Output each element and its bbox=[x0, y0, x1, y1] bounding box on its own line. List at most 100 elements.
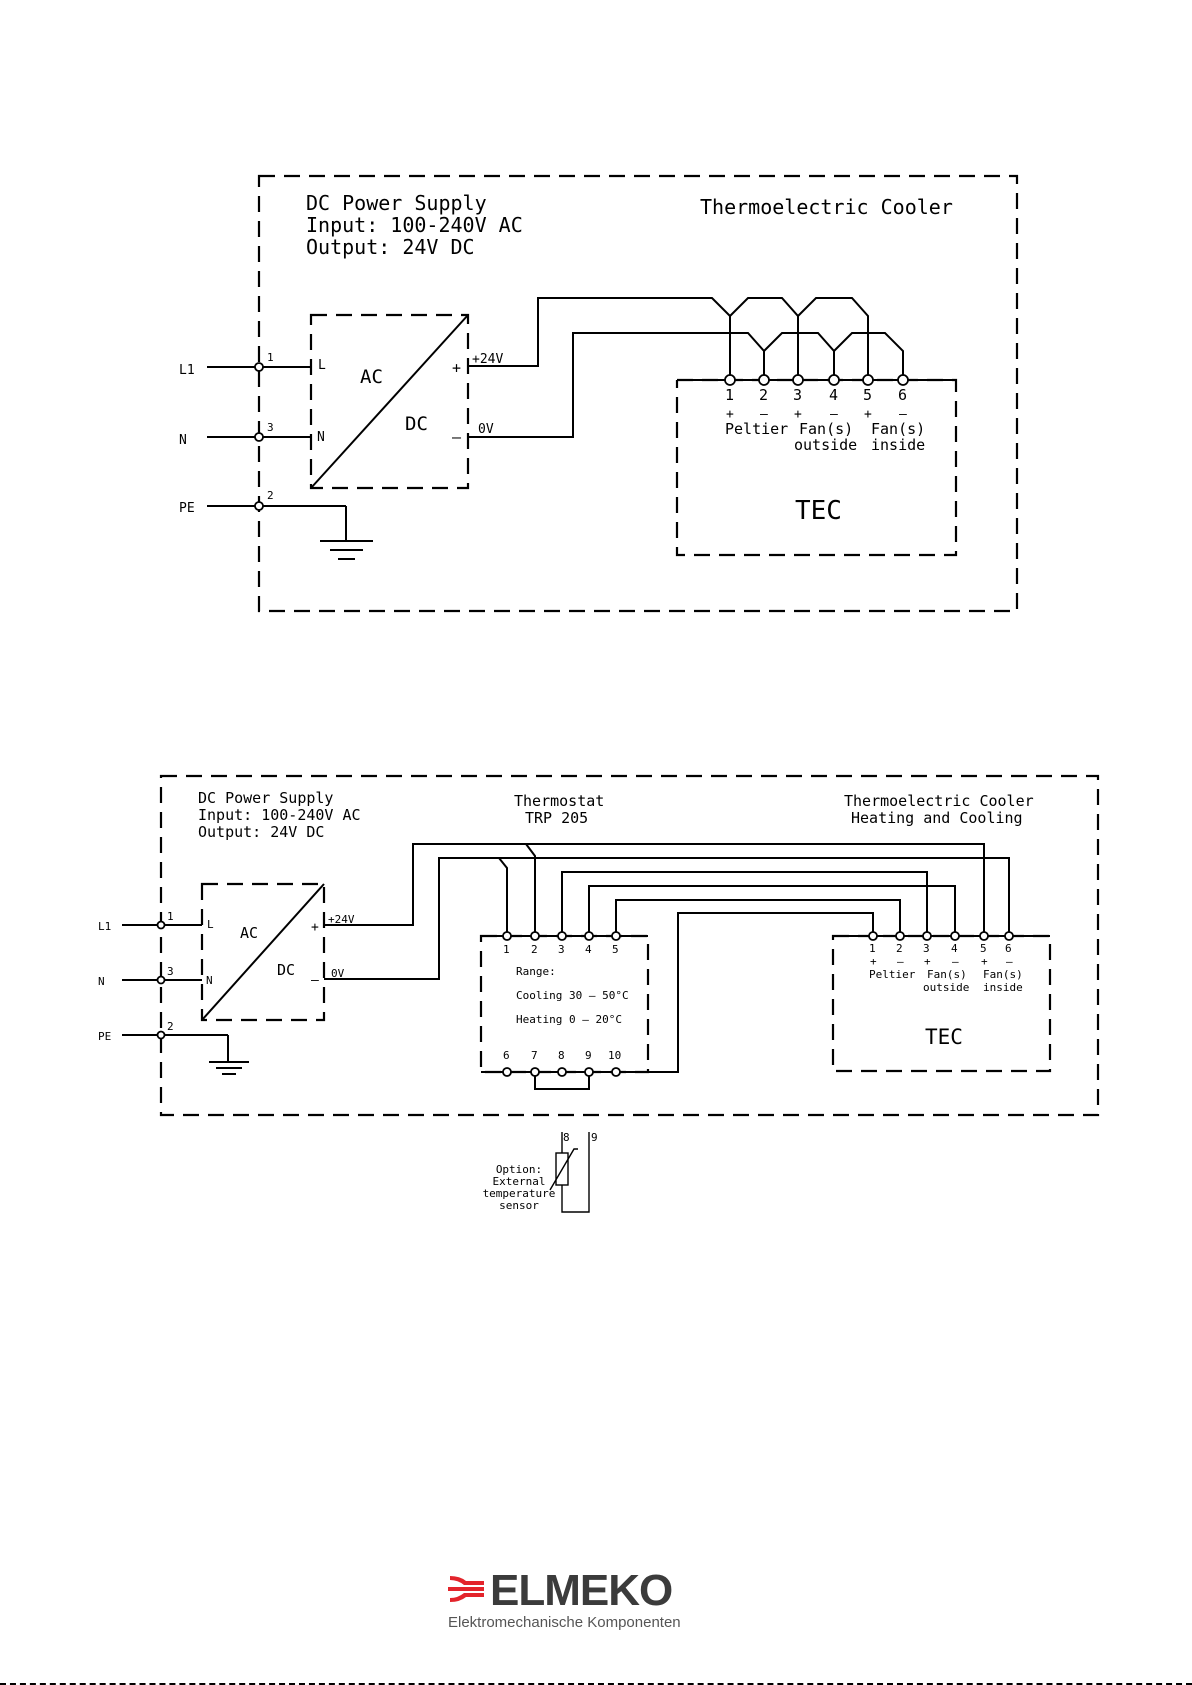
thermostat-terminal bbox=[530, 1067, 540, 1077]
thermostat-pin-label: 6 bbox=[503, 1049, 510, 1062]
bridge-7-9 bbox=[534, 1072, 590, 1090]
tec-polarity: – bbox=[830, 407, 838, 422]
psu-out-minus-label: 0V bbox=[478, 422, 494, 437]
group-fans-inside-label: Fan(s) bbox=[871, 420, 925, 438]
psu-pin-l: L bbox=[318, 358, 326, 373]
tec-pin-label: 3 bbox=[793, 386, 802, 404]
tec-polarity: – bbox=[1006, 955, 1013, 968]
psu-output-spec: Output: 24V DC bbox=[306, 235, 475, 259]
thermostat-pin-label: 2 bbox=[531, 943, 538, 956]
wire-to-thermostat-pin-2 bbox=[525, 843, 536, 936]
thermostat-terminal bbox=[611, 931, 621, 941]
sensor-pin-8: 8 bbox=[563, 1131, 570, 1144]
psu-input-spec: Input: 100-240V AC bbox=[306, 213, 523, 237]
psu-diagonal bbox=[201, 883, 325, 1021]
tec-pin-label: 4 bbox=[951, 942, 958, 955]
tec-pin-label: 1 bbox=[869, 942, 876, 955]
sensor-caption-line: sensor bbox=[499, 1199, 539, 1212]
terminal-pin-3: 3 bbox=[267, 421, 274, 434]
input-pe-label: PE bbox=[98, 1030, 111, 1043]
thermostat-terminal bbox=[530, 931, 540, 941]
tec-pin-label: 5 bbox=[980, 942, 987, 955]
input-pe-label: PE bbox=[179, 501, 195, 516]
psu-box bbox=[309, 313, 470, 490]
sensor-pin-9: 9 bbox=[591, 1131, 598, 1144]
tec-polarity: – bbox=[952, 955, 959, 968]
tec-polarity: + bbox=[864, 407, 872, 422]
tec-terminals bbox=[724, 374, 909, 386]
thermostat-bottom-terminals bbox=[502, 1067, 621, 1077]
wire-thermostat-10 bbox=[616, 912, 874, 1073]
tec-pin-label: 4 bbox=[829, 386, 838, 404]
tec-polarity: – bbox=[760, 407, 768, 422]
thermostat-pin-label: 8 bbox=[558, 1049, 565, 1062]
psu-out-plus-label: +24V bbox=[472, 352, 503, 367]
dc-label: DC bbox=[405, 413, 428, 435]
tec-polarity: + bbox=[870, 955, 877, 968]
psu-out-minus-sign: – bbox=[452, 428, 462, 446]
page-bottom-rule bbox=[0, 1683, 1192, 1685]
terminal-point bbox=[156, 975, 166, 985]
wire-plus-bus bbox=[729, 297, 869, 380]
terminal-point bbox=[254, 432, 264, 442]
brand-name: ELMEKO bbox=[490, 1566, 673, 1615]
ac-label: AC bbox=[360, 366, 383, 388]
group-fans-inside-label: Fan(s) bbox=[983, 968, 1023, 981]
terminal-point bbox=[254, 501, 264, 511]
thermostat-terminal bbox=[502, 931, 512, 941]
tec-polarity: – bbox=[899, 407, 907, 422]
tec-terminal bbox=[758, 374, 770, 386]
tec-pin-label: 2 bbox=[759, 386, 768, 404]
psu-title: DC Power Supply bbox=[306, 191, 487, 215]
psu-box bbox=[200, 882, 326, 1022]
psu-pin-n: N bbox=[206, 974, 213, 987]
diagram-2: DC Power Supply Input: 100-240V AC Outpu… bbox=[98, 774, 1100, 1213]
cooling-range: Cooling 30 – 50°C bbox=[516, 989, 629, 1002]
tec-terminal bbox=[868, 931, 878, 941]
tec-box bbox=[831, 934, 1052, 1073]
input-n-label: N bbox=[179, 433, 187, 448]
psu-out-plus-label: +24V bbox=[328, 913, 355, 926]
tec-terminal bbox=[1004, 931, 1014, 941]
input-n-label: N bbox=[98, 975, 105, 988]
sensor-caption-line: temperature bbox=[483, 1187, 556, 1200]
heating-range: Heating 0 – 20°C bbox=[516, 1013, 622, 1026]
thermistor-slash bbox=[549, 1148, 578, 1191]
tec-pin-label: 6 bbox=[898, 386, 907, 404]
wire-plus24v bbox=[324, 843, 985, 936]
terminal-pin-1: 1 bbox=[167, 910, 174, 923]
ground-symbol bbox=[209, 1061, 249, 1075]
thermostat-pin-label: 1 bbox=[503, 943, 510, 956]
ground-symbol bbox=[320, 540, 373, 560]
cooler-subtitle: Heating and Cooling bbox=[851, 809, 1023, 827]
psu-pin-l: L bbox=[207, 918, 214, 931]
tec-label: TEC bbox=[795, 496, 842, 526]
thermostat-pin-label: 3 bbox=[558, 943, 565, 956]
tec-pin-label: 6 bbox=[1005, 942, 1012, 955]
tec-box bbox=[675, 378, 958, 557]
group-fans-outside-sub: outside bbox=[923, 981, 969, 994]
tec-pin-label: 5 bbox=[863, 386, 872, 404]
psu-input-spec: Input: 100-240V AC bbox=[198, 806, 361, 824]
cooler-title: Thermoelectric Cooler bbox=[844, 792, 1034, 810]
wire-thermostat-5 bbox=[615, 899, 901, 936]
tec-terminal bbox=[950, 931, 960, 941]
brand-logo: ELMEKO Elektromechanische Komponenten bbox=[446, 1566, 706, 1632]
terminal-pin-1: 1 bbox=[267, 351, 274, 364]
thermostat-pin-label: 7 bbox=[531, 1049, 538, 1062]
thermostat-title: Thermostat bbox=[514, 792, 604, 810]
terminal-point bbox=[156, 920, 166, 930]
psu-out-minus-label: 0V bbox=[331, 967, 345, 980]
enclosure-box-1 bbox=[257, 174, 1019, 613]
thermostat-model: TRP 205 bbox=[525, 809, 588, 827]
group-peltier-label: Peltier bbox=[869, 968, 916, 981]
external-sensor: 8 9 Option: External temperature sensor bbox=[483, 1131, 598, 1213]
terminal-point bbox=[254, 362, 264, 372]
thermostat-terminal bbox=[557, 931, 567, 941]
sensor-caption-line: External bbox=[493, 1175, 546, 1188]
tec-polarity: + bbox=[794, 407, 802, 422]
psu-out-minus-sign: – bbox=[311, 973, 319, 988]
tec-terminal bbox=[922, 931, 932, 941]
ac-label: AC bbox=[240, 924, 258, 942]
group-fans-inside-sub: inside bbox=[983, 981, 1023, 994]
